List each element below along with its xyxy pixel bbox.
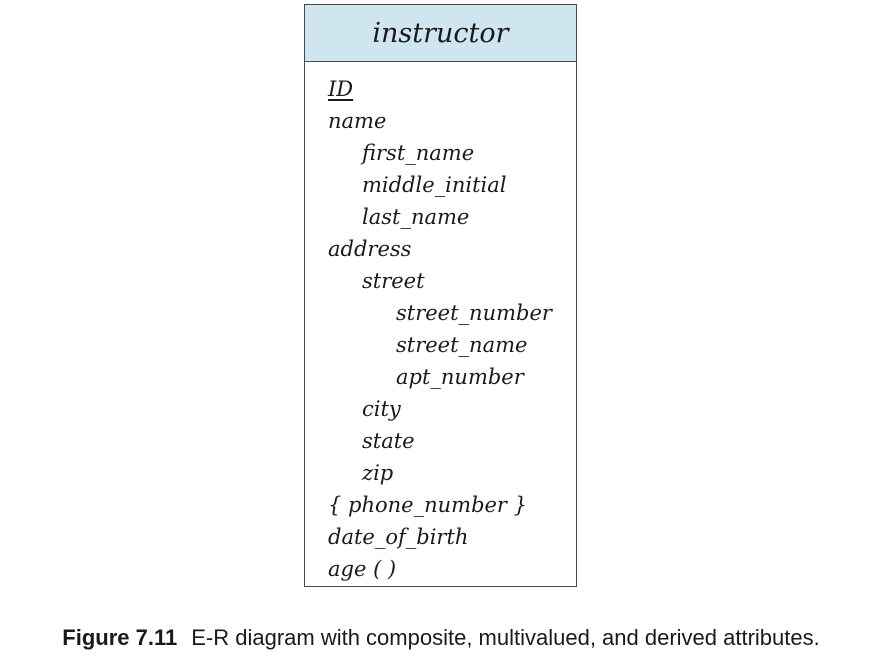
- attribute-label: last_name: [362, 205, 470, 229]
- attribute-street-name: street_name: [305, 329, 576, 361]
- attribute-label: street_name: [396, 333, 528, 357]
- attribute-street: street: [305, 265, 576, 297]
- attribute-street-number: street_number: [305, 297, 576, 329]
- attribute-label: { phone_number }: [328, 493, 528, 517]
- attribute-label: name: [328, 109, 387, 133]
- attribute-label: first_name: [362, 141, 475, 165]
- attribute-label: date_of_birth: [328, 525, 469, 549]
- attribute-city: city: [305, 393, 576, 425]
- attribute-state: state: [305, 425, 576, 457]
- figure-label: Figure 7.11: [62, 625, 178, 650]
- attribute-last-name: last_name: [305, 201, 576, 233]
- attribute-address: address: [305, 233, 576, 265]
- attribute-age: age ( ): [305, 553, 576, 585]
- attribute-label: apt_number: [396, 365, 524, 389]
- attribute-label: address: [328, 237, 412, 261]
- attribute-label: city: [362, 397, 401, 421]
- attribute-label: state: [362, 429, 415, 453]
- figure-caption-text: E-R diagram with composite, multivalued,…: [191, 625, 820, 650]
- attribute-label: age ( ): [328, 557, 397, 581]
- attribute-name: name: [305, 105, 576, 137]
- attribute-label: street: [362, 269, 425, 293]
- entity-name: instructor: [372, 17, 509, 49]
- attribute-label: middle_initial: [362, 173, 507, 197]
- attribute-label: street_number: [396, 301, 552, 325]
- entity-box-instructor: instructor ID name first_name middle_initia…: [304, 4, 577, 587]
- figure-caption: Figure 7.11 E-R diagram with composite, m…: [0, 625, 882, 651]
- attribute-label: zip: [362, 461, 394, 485]
- entity-header: instructor: [305, 5, 576, 62]
- attribute-middle-initial: middle_initial: [305, 169, 576, 201]
- attribute-phone-number: { phone_number }: [305, 489, 576, 521]
- attribute-first-name: first_name: [305, 137, 576, 169]
- attribute-apt-number: apt_number: [305, 361, 576, 393]
- attribute-id: ID: [305, 73, 576, 105]
- attribute-date-of-birth: date_of_birth: [305, 521, 576, 553]
- attribute-zip: zip: [305, 457, 576, 489]
- attribute-label: ID: [328, 77, 354, 101]
